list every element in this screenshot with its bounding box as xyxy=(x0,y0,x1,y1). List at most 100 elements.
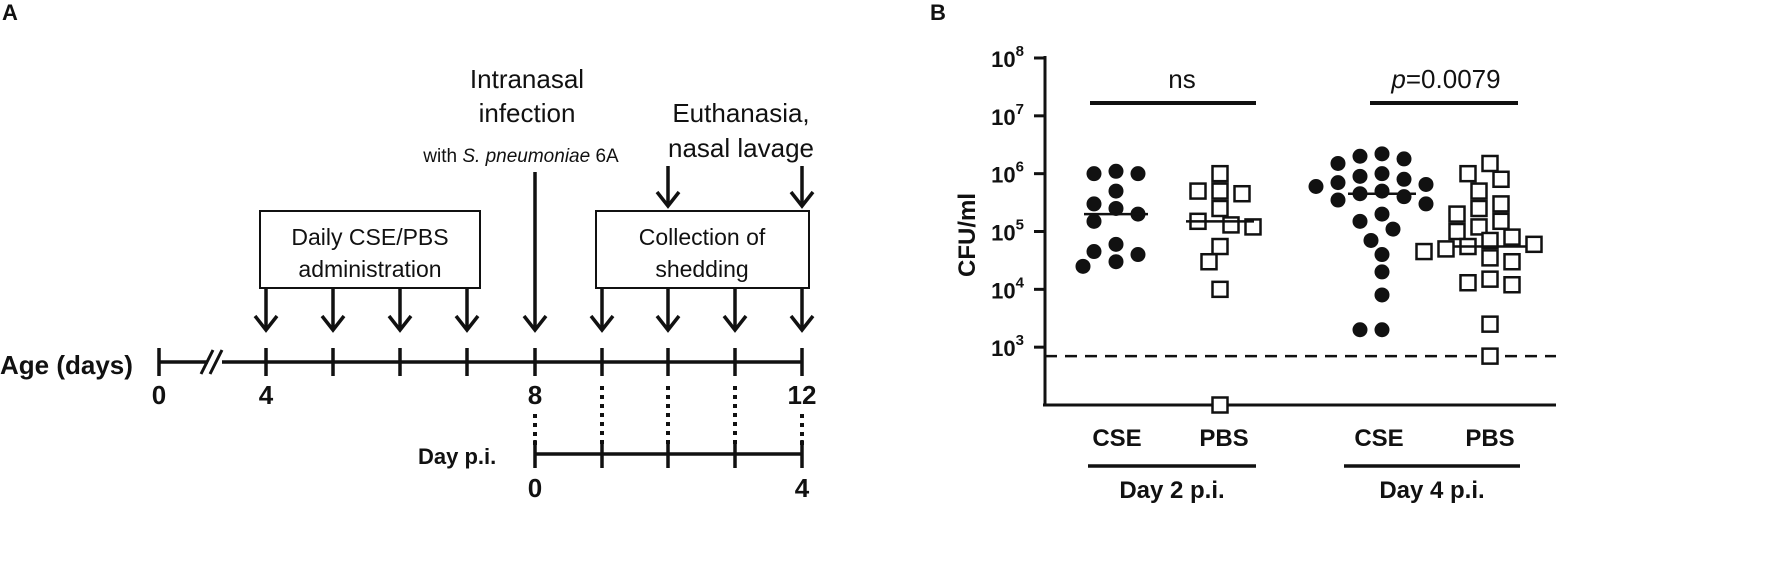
data-point-square xyxy=(1525,235,1543,254)
y-tick-label: 107 xyxy=(991,101,1024,130)
y-tick-base: 10 xyxy=(991,163,1015,188)
y-tick-label: 106 xyxy=(991,159,1024,188)
y-tick-base: 10 xyxy=(991,336,1015,361)
significance-day4: p=0.0079 xyxy=(1390,64,1500,94)
data-point-circle xyxy=(1330,175,1346,191)
y-tick-label: 105 xyxy=(991,217,1024,246)
cse-pbs-box xyxy=(259,210,481,289)
data-points xyxy=(1075,146,1543,414)
y-tick-label: 104 xyxy=(991,274,1024,303)
arrow-down-icon xyxy=(454,288,480,333)
dotted-connectors xyxy=(533,386,804,446)
arrow-down-icon xyxy=(722,288,748,333)
data-point-circle xyxy=(1086,166,1102,182)
arrow-down-icon xyxy=(789,288,815,333)
data-point-circle xyxy=(1352,168,1368,184)
data-point-circle xyxy=(1108,236,1124,252)
data-point-square xyxy=(1481,231,1499,250)
y-tick-exponent: 3 xyxy=(1016,332,1024,349)
data-point-square xyxy=(1481,154,1499,173)
data-point-circle xyxy=(1374,183,1390,199)
age-tick-4: 4 xyxy=(259,380,274,410)
data-point-square xyxy=(1481,347,1499,365)
data-point-circle xyxy=(1130,166,1146,182)
cse-box-line-1: Daily CSE/PBS xyxy=(291,224,448,250)
data-point-circle xyxy=(1385,221,1401,237)
significance-day2: ns xyxy=(1168,64,1195,94)
data-point-square xyxy=(1189,182,1207,200)
data-point-square xyxy=(1470,199,1488,218)
data-point-circle xyxy=(1086,213,1102,229)
data-point-circle xyxy=(1330,155,1346,171)
data-point-square xyxy=(1481,249,1499,267)
cse-box-line-2: administration xyxy=(298,256,441,282)
shedding-box-line-1: Collection of xyxy=(639,224,766,250)
euthanasia-arrow-icon xyxy=(655,166,681,209)
y-tick-exponent: 4 xyxy=(1016,274,1025,291)
y-tick-base: 10 xyxy=(991,278,1015,303)
shedding-box xyxy=(595,210,810,289)
data-point-circle xyxy=(1374,146,1390,162)
data-point-square xyxy=(1492,195,1510,213)
arrow-down-icon xyxy=(589,288,615,333)
infection-label-line-3: with S. pneumoniae 6A xyxy=(422,146,619,167)
median-lines xyxy=(1084,192,1526,248)
data-point-circle xyxy=(1108,183,1124,199)
y-tick-base: 10 xyxy=(991,105,1015,130)
panel-a-label: A xyxy=(2,0,18,25)
data-point-square xyxy=(1503,276,1521,294)
arrow-down-icon xyxy=(655,288,681,333)
data-point-circle xyxy=(1075,258,1091,274)
shedding-box-line-2: shedding xyxy=(655,256,748,282)
data-point-circle xyxy=(1108,200,1124,216)
dpi-tick-0: 0 xyxy=(528,473,542,503)
data-point-square xyxy=(1222,216,1240,234)
infection-serotype: 6A xyxy=(590,146,619,167)
data-point-square xyxy=(1211,280,1229,299)
data-point-circle xyxy=(1396,171,1412,187)
infection-species: S. pneumoniae xyxy=(462,146,590,167)
data-point-square xyxy=(1492,212,1510,231)
infection-label-line-1: Intranasal xyxy=(470,64,584,94)
pvalue-italic-p: p xyxy=(1390,64,1405,94)
data-point-square xyxy=(1211,182,1229,200)
y-tick-exponent: 6 xyxy=(1016,159,1024,176)
age-axis-line xyxy=(157,348,804,376)
panel-a: A Age (days) 0 4 8 12 Daily CSE/PBS admi… xyxy=(0,0,816,503)
infection-with: with xyxy=(422,146,462,167)
group-label-day2: Day 2 p.i. xyxy=(1119,477,1224,504)
age-axis-label: Age (days) xyxy=(0,350,133,380)
y-tick-exponent: 7 xyxy=(1016,101,1024,118)
data-point-square xyxy=(1448,205,1466,223)
data-point-circle xyxy=(1418,176,1434,192)
data-point-circle xyxy=(1308,178,1324,194)
data-point-square xyxy=(1211,396,1229,414)
y-tick-label: 103 xyxy=(991,332,1024,361)
data-point-circle xyxy=(1374,247,1390,263)
data-point-square xyxy=(1437,240,1455,258)
data-point-circle xyxy=(1108,163,1124,179)
x-label-pbs-day4: PBS xyxy=(1465,425,1514,452)
data-point-circle xyxy=(1396,151,1412,167)
arrow-down-icon xyxy=(320,288,346,333)
data-point-circle xyxy=(1108,254,1124,270)
data-point-circle xyxy=(1374,287,1390,303)
data-point-square xyxy=(1481,270,1499,288)
dpi-axis-line xyxy=(533,440,804,468)
y-tick-base: 10 xyxy=(991,221,1015,246)
y-tick-exponent: 8 xyxy=(1016,43,1024,60)
data-point-square xyxy=(1470,218,1488,236)
euthanasia-label-line-2: nasal lavage xyxy=(668,133,814,163)
data-point-circle xyxy=(1352,148,1368,164)
group-label-day4: Day 4 p.i. xyxy=(1379,477,1484,504)
data-point-circle xyxy=(1352,213,1368,229)
x-label-cse-day2: CSE xyxy=(1092,425,1141,452)
data-point-circle xyxy=(1374,166,1390,182)
euthanasia-arrow-icon xyxy=(789,166,815,209)
data-point-square xyxy=(1448,222,1466,241)
data-point-square xyxy=(1503,252,1521,271)
data-point-circle xyxy=(1396,189,1412,205)
age-tick-8: 8 xyxy=(528,380,542,410)
